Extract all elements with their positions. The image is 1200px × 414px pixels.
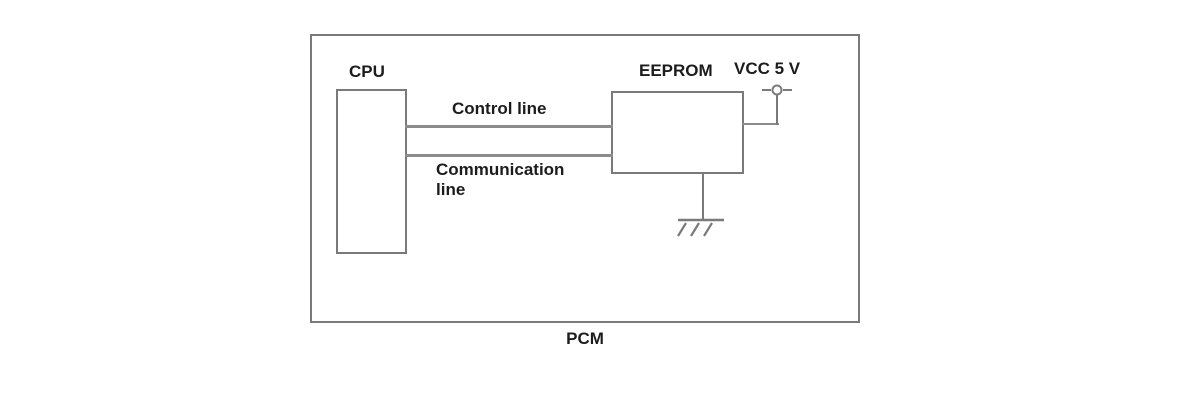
pcm-label: PCM [566, 329, 604, 348]
vcc-wire [742, 123, 779, 125]
eeprom-label: EEPROM [639, 61, 713, 80]
vcc-5v-label: VCC 5 V [734, 59, 801, 78]
eeprom-block [611, 91, 744, 174]
ground-icon [677, 172, 724, 237]
control-line-label: Control line [452, 99, 547, 118]
cpu-block [336, 89, 407, 254]
communication-line-label: Communication line [436, 160, 565, 199]
cpu-label: CPU [349, 62, 385, 81]
communication-line-wire [405, 154, 613, 157]
vcc-terminal-icon [762, 84, 792, 125]
control-line-wire [405, 125, 613, 128]
